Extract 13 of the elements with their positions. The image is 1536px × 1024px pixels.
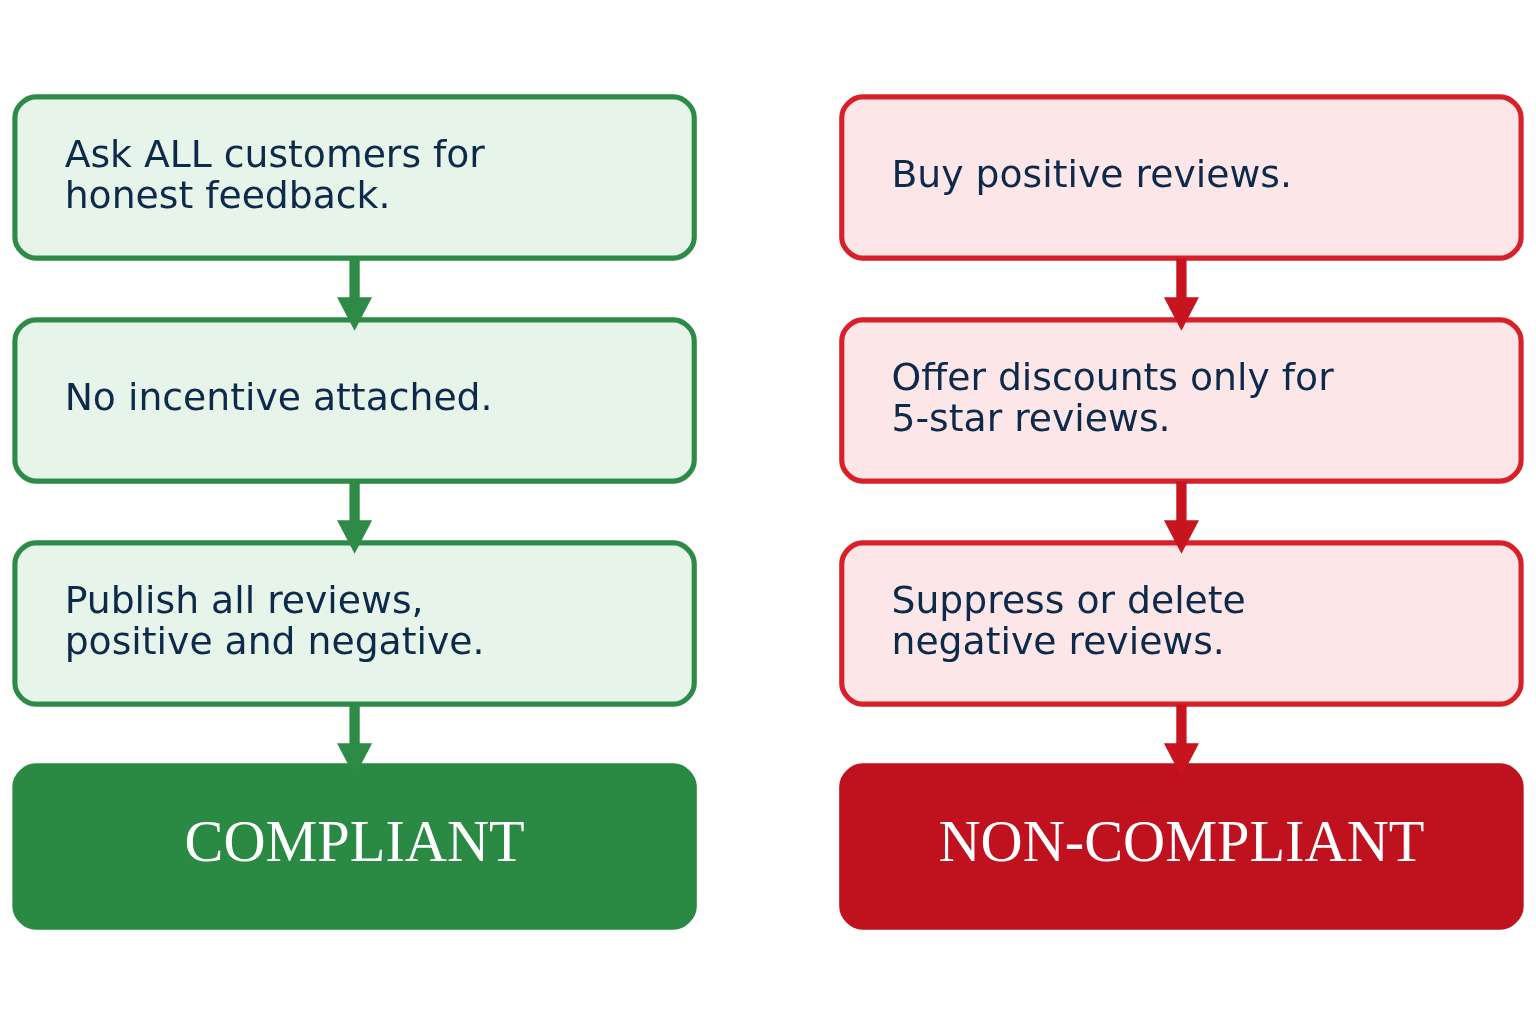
node-box: COMPLIANT [12, 763, 697, 930]
arrow [337, 258, 373, 331]
arrow [1163, 258, 1199, 331]
node-box: No incentive attached. [12, 317, 697, 484]
node-box: Offer discounts only for 5-star reviews. [839, 317, 1524, 484]
node-box: Publish all reviews, positive and negative. [12, 540, 697, 707]
node-box: Ask ALL customers for honest feedback. [12, 94, 697, 261]
arrow [337, 481, 373, 554]
node-box: NON-COMPLIANT [839, 763, 1524, 930]
node-box: Buy positive reviews. [839, 94, 1524, 261]
arrow [1163, 704, 1199, 777]
node-box: Suppress or delete negative reviews. [839, 540, 1524, 707]
arrow [1163, 481, 1199, 554]
